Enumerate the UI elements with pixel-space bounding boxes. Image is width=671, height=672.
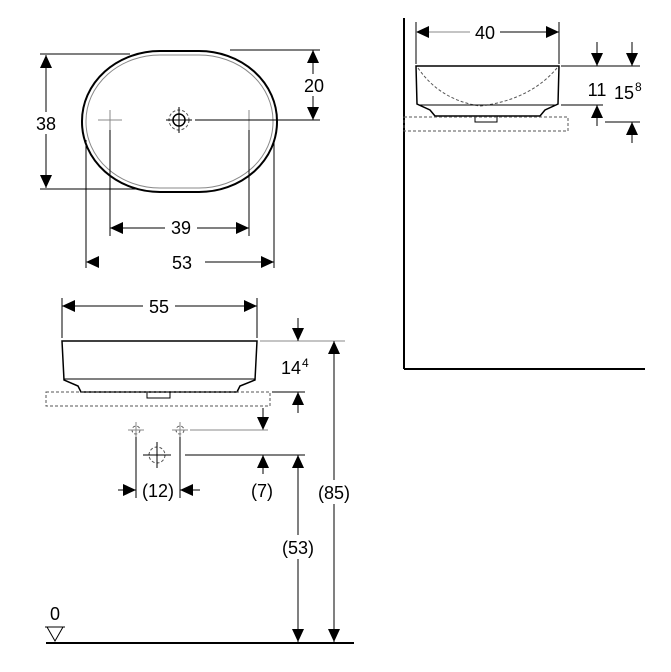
top-view: 38 20 39 53 (30, 49, 330, 273)
drain-symbol (166, 107, 192, 133)
dimension-drain-offset-20: 20 (298, 50, 330, 120)
svg-text:14: 14 (281, 358, 301, 378)
dimension-bowl-height-11: 11 (588, 42, 607, 126)
svg-text:53: 53 (172, 253, 192, 273)
level-triangle-icon (46, 626, 64, 643)
front-view: 55 14 4 (12) (45, 295, 356, 644)
dimension-tap-spacing-12: (12) (118, 481, 200, 501)
drain-connection-symbol (143, 442, 171, 468)
svg-text:0: 0 (50, 604, 60, 624)
drain-outlet (474, 115, 498, 123)
dimension-rim-height-85: (85) (312, 341, 356, 642)
svg-text:38: 38 (36, 114, 56, 134)
basin-outline (81, 50, 278, 193)
tap-symbol-right (172, 422, 188, 438)
svg-text:4: 4 (302, 356, 309, 370)
dimension-width-55: 55 (62, 295, 257, 317)
svg-text:(53): (53) (282, 538, 314, 558)
countertop (403, 116, 569, 132)
dimension-drain-height-53: (53) (276, 455, 320, 642)
basin-inner-outline (85, 54, 274, 189)
svg-text:15: 15 (614, 83, 634, 103)
tap-hole-left (98, 110, 122, 130)
dimension-width-53: 53 (86, 253, 274, 273)
floor-level-marker: 0 (45, 604, 65, 643)
basin-front-profile (61, 340, 258, 393)
dimension-depth-40: 40 (416, 23, 559, 43)
svg-text:55: 55 (149, 297, 169, 317)
side-view: 40 11 15 8 (403, 18, 645, 370)
countertop (45, 391, 271, 407)
svg-text:39: 39 (171, 218, 191, 238)
drain-outlet (146, 391, 171, 399)
svg-text:8: 8 (635, 80, 642, 94)
svg-text:(85): (85) (318, 483, 350, 503)
basin-side-profile (415, 65, 560, 117)
svg-text:40: 40 (475, 23, 495, 43)
svg-text:(7): (7) (251, 481, 273, 501)
svg-text:(12): (12) (142, 481, 174, 501)
dimension-height-14-4: 14 4 (281, 318, 309, 413)
svg-text:11: 11 (588, 80, 607, 100)
dimension-drain-offset-7: (7) (251, 455, 273, 501)
dimension-height-38: 38 (30, 55, 62, 188)
tap-symbol-left (128, 422, 144, 438)
dimension-total-height-15-8: 15 8 (614, 42, 642, 143)
svg-text:20: 20 (304, 76, 324, 96)
dimension-tap-spacing-39: 39 (110, 216, 249, 238)
